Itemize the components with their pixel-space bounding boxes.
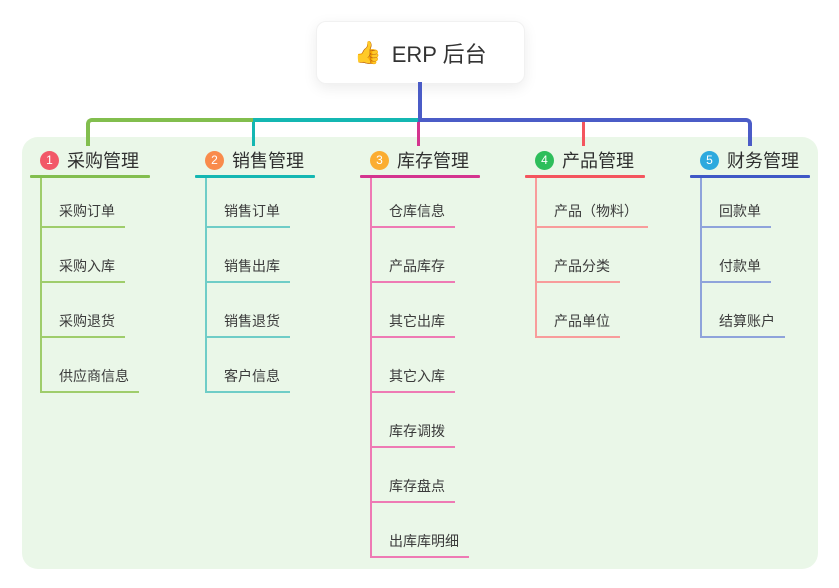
branch-underline xyxy=(195,175,315,178)
branch-label: 财务管理 xyxy=(727,151,799,171)
mindmap-panel xyxy=(22,137,818,569)
connector-trunk xyxy=(418,82,422,122)
branch-items: 产品（物料）产品分类产品单位 xyxy=(535,178,648,338)
branch-items: 采购订单采购入库采购退货供应商信息 xyxy=(40,178,139,393)
branch-item: 销售订单 xyxy=(207,178,290,228)
root-label: ERP 后台 xyxy=(391,41,487,67)
branch-underline xyxy=(360,175,480,178)
branch-title: 4 产品管理 xyxy=(525,148,648,172)
branch-item: 仓库信息 xyxy=(372,178,455,228)
branch-item: 采购入库 xyxy=(42,228,125,283)
connector-right-blue xyxy=(418,118,752,146)
branch-1: 1 采购管理采购订单采购入库采购退货供应商信息 xyxy=(30,148,150,393)
branch-item: 其它出库 xyxy=(372,283,455,338)
branch-number-badge: 5 xyxy=(700,150,719,170)
branch-underline xyxy=(30,175,150,178)
connector-mid-teal xyxy=(253,118,418,122)
branch-item: 结算账户 xyxy=(702,283,785,338)
branch-item: 产品库存 xyxy=(372,228,455,283)
branch-item: 库存盘点 xyxy=(372,448,455,503)
branch-item: 付款单 xyxy=(702,228,771,283)
connector-drop-3 xyxy=(417,122,420,146)
branch-item: 产品单位 xyxy=(537,283,620,338)
branch-item: 回款单 xyxy=(702,178,771,228)
branch-label: 库存管理 xyxy=(397,151,469,171)
branch-4: 4 产品管理产品（物料）产品分类产品单位 xyxy=(525,148,648,338)
branch-number-badge: 2 xyxy=(205,150,224,170)
branch-underline xyxy=(525,175,645,178)
branch-item: 出库库明细 xyxy=(372,503,469,558)
connector-drop-4 xyxy=(582,122,585,146)
branch-2: 2 销售管理销售订单销售出库销售退货客户信息 xyxy=(195,148,315,393)
branch-item: 产品分类 xyxy=(537,228,620,283)
branch-underline xyxy=(690,175,810,178)
thumbs-up-icon: 👍 xyxy=(354,39,382,65)
branch-items: 回款单付款单结算账户 xyxy=(700,178,785,338)
branch-label: 采购管理 xyxy=(67,151,139,171)
branch-item: 销售退货 xyxy=(207,283,290,338)
branch-title: 5 财务管理 xyxy=(690,148,810,172)
branch-item: 产品（物料） xyxy=(537,178,648,228)
branch-item: 采购退货 xyxy=(42,283,125,338)
root-node: 👍 ERP 后台 xyxy=(316,21,525,84)
branch-item: 库存调拨 xyxy=(372,393,455,448)
connector-left-green xyxy=(86,118,253,146)
branch-3: 3 库存管理仓库信息产品库存其它出库其它入库库存调拨库存盘点出库库明细 xyxy=(360,148,480,558)
branch-item: 供应商信息 xyxy=(42,338,139,393)
branch-number-badge: 4 xyxy=(535,150,554,170)
branch-items: 销售订单销售出库销售退货客户信息 xyxy=(205,178,290,393)
connector-drop-2 xyxy=(252,122,255,146)
branch-item: 客户信息 xyxy=(207,338,290,393)
branch-item: 其它入库 xyxy=(372,338,455,393)
branch-label: 销售管理 xyxy=(232,151,304,171)
branch-label: 产品管理 xyxy=(562,151,634,171)
branch-title: 2 销售管理 xyxy=(195,148,315,172)
branch-number-badge: 3 xyxy=(370,150,389,170)
branch-title: 1 采购管理 xyxy=(30,148,150,172)
branch-items: 仓库信息产品库存其它出库其它入库库存调拨库存盘点出库库明细 xyxy=(370,178,469,558)
branch-5: 5 财务管理回款单付款单结算账户 xyxy=(690,148,810,338)
branch-number-badge: 1 xyxy=(40,150,59,170)
branch-title: 3 库存管理 xyxy=(360,148,480,172)
branch-item: 采购订单 xyxy=(42,178,125,228)
branch-item: 销售出库 xyxy=(207,228,290,283)
